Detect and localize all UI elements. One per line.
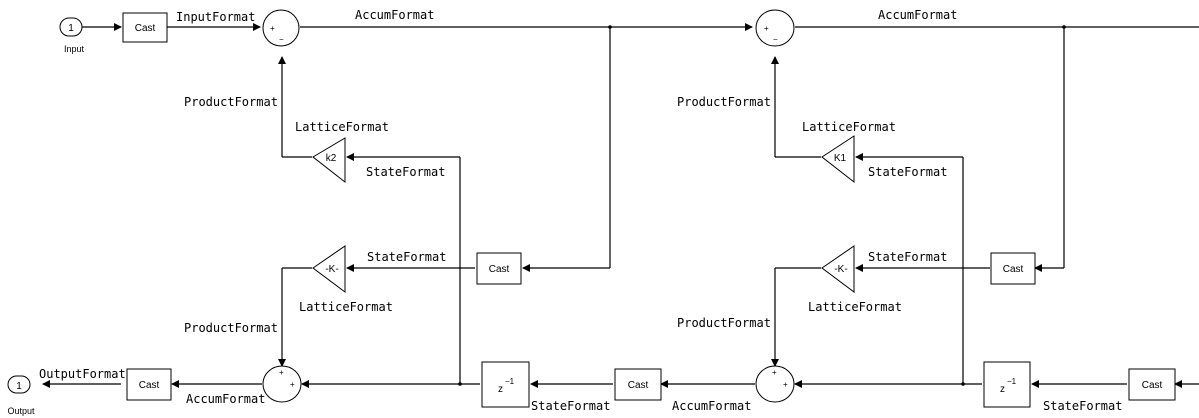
state-format-label: StateFormat [1043, 399, 1122, 413]
svg-text:-K-: -K- [834, 264, 847, 275]
svg-text:K1: K1 [834, 153, 847, 164]
gain-block-neg-k-stage2[interactable]: -K- [821, 245, 855, 293]
sum-block-stage1-top[interactable]: + − [262, 9, 300, 47]
product-format-label: ProductFormat [677, 316, 771, 330]
signal-wires [42, 23, 1199, 388]
unit-delay-stage1[interactable]: z −1 [481, 361, 530, 408]
svg-text:Cast: Cast [135, 23, 156, 34]
cast-block-input[interactable]: Cast [122, 12, 168, 43]
output-format-label: OutputFormat [39, 367, 126, 381]
gain-block-neg-k-stage1[interactable]: -K- [312, 245, 346, 293]
lattice-format-label: LatticeFormat [808, 300, 902, 314]
output-port[interactable]: 1 [7, 375, 31, 394]
product-format-label: ProductFormat [184, 95, 278, 109]
input-port-label: Input [64, 44, 85, 54]
output-port-label: Output [7, 406, 35, 416]
gain-block-k2[interactable]: k2 [312, 137, 346, 184]
svg-text:z: z [1000, 384, 1005, 395]
svg-text:k2: k2 [326, 153, 337, 164]
svg-text:−1: −1 [1007, 377, 1017, 386]
sum-block-stage1-bottom[interactable]: + + [262, 365, 302, 403]
svg-text:−: − [279, 35, 284, 44]
svg-text:Cast: Cast [139, 380, 160, 391]
state-format-label: StateFormat [868, 165, 947, 179]
cast-block-stage2-state[interactable]: Cast [990, 252, 1036, 285]
svg-text:+: + [279, 368, 284, 377]
input-format-label: InputFormat [176, 10, 255, 24]
unit-delay-stage2[interactable]: z −1 [983, 361, 1031, 408]
product-format-label: ProductFormat [677, 95, 771, 109]
junction-dot [1062, 25, 1066, 29]
svg-text:+: + [290, 380, 295, 389]
svg-text:+: + [783, 380, 788, 389]
cast-block-stage1-state[interactable]: Cast [476, 252, 522, 285]
accum-format-label: AccumFormat [878, 8, 957, 22]
state-format-label: StateFormat [531, 399, 610, 413]
accum-format-label: AccumFormat [186, 392, 265, 406]
svg-text:−1: −1 [505, 377, 515, 386]
gain-block-k1[interactable]: K1 [821, 135, 855, 184]
state-format-label: StateFormat [868, 250, 947, 264]
svg-text:Cast: Cast [1003, 264, 1024, 275]
svg-text:+: + [772, 368, 777, 377]
svg-text:Cast: Cast [1142, 380, 1163, 391]
input-port[interactable]: 1 [59, 17, 83, 37]
svg-text:+: + [764, 24, 769, 33]
state-format-label: StateFormat [366, 165, 445, 179]
svg-text:z: z [498, 384, 503, 395]
svg-text:−: − [773, 35, 778, 44]
svg-text:-K-: -K- [325, 264, 338, 275]
svg-text:Cast: Cast [489, 264, 510, 275]
svg-text:Cast: Cast [628, 380, 649, 391]
lattice-format-label: LatticeFormat [802, 120, 896, 134]
state-format-label: StateFormat [367, 250, 446, 264]
sum-block-stage2-top[interactable]: + − [755, 9, 795, 47]
lattice-format-label: LatticeFormat [299, 300, 393, 314]
svg-text:+: + [270, 24, 275, 33]
lattice-format-label: LatticeFormat [295, 120, 389, 134]
svg-text:1: 1 [16, 381, 22, 392]
junction-dot [961, 382, 965, 386]
cast-block-stage2-accum[interactable]: Cast [614, 368, 662, 401]
junction-dot [458, 382, 462, 386]
cast-block-output[interactable]: Cast [126, 368, 172, 401]
svg-text:1: 1 [68, 23, 74, 34]
accum-format-label: AccumFormat [355, 8, 434, 22]
product-format-label: ProductFormat [184, 321, 278, 335]
sum-block-stage2-bottom[interactable]: + + [755, 365, 795, 403]
junction-dot [608, 25, 612, 29]
cast-block-right-input[interactable]: Cast [1128, 368, 1176, 401]
accum-format-label: AccumFormat [672, 399, 751, 413]
signal-labels: InputFormat AccumFormat AccumFormat Prod… [39, 8, 1122, 413]
